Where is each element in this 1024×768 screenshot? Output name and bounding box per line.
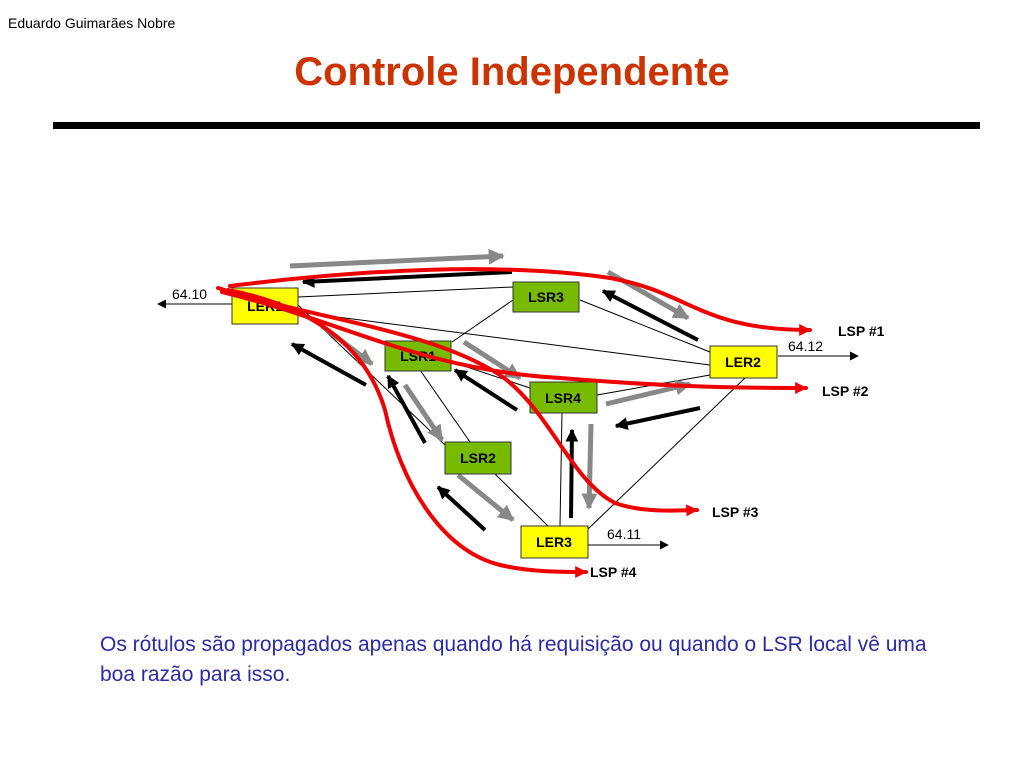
label-mapping-arrows: [290, 270, 701, 532]
link-lsr3-lsr1: [451, 299, 514, 343]
mapping-arrow: [386, 374, 427, 444]
node-label: LER2: [725, 354, 761, 370]
lsp-path-3: [216, 286, 699, 517]
lsp-path-2: [220, 290, 808, 394]
slide-title: Controle Independente: [294, 50, 730, 94]
link-lsr4-ler3: [559, 411, 563, 527]
lsp-label-1: LSP #1: [838, 323, 885, 339]
lsp-label-3: LSP #3: [712, 504, 759, 520]
mapping-arrow: [290, 342, 367, 387]
link-ler2-ler3: [586, 377, 746, 531]
address-label-ler2: 64.12: [788, 338, 823, 354]
label-request-arrows: [289, 248, 692, 522]
node-lsr4: LSR4: [529, 381, 598, 414]
node-lsr3: LSR3: [512, 281, 580, 313]
lsp-label-4: LSP #4: [590, 564, 637, 580]
caption-text: Os rótulos são propagados apenas quando …: [100, 633, 927, 686]
mapping-arrow: [453, 368, 519, 412]
link-lsr3-ler2: [579, 299, 711, 353]
link-lsr2-ler3: [494, 473, 549, 527]
request-arrow: [581, 423, 598, 510]
link-ler1-lsr3: [297, 286, 514, 298]
address-label-ler3: 64.11: [607, 526, 641, 542]
node-label: LSR4: [545, 390, 581, 406]
lsp-path-4: [226, 288, 588, 578]
author-name: Eduardo Guimarães Nobre: [8, 15, 176, 31]
request-arrow: [402, 383, 445, 442]
node-label: LER3: [536, 534, 572, 550]
lsp-path-1: [228, 267, 812, 336]
address-label-ler1: 64.10: [172, 286, 207, 302]
link-lsr1-lsr2: [419, 369, 471, 443]
mapping-arrow: [601, 289, 699, 342]
lsp-label-2: LSP #2: [822, 383, 869, 399]
link-ler1-ler2: [297, 311, 711, 366]
node-label: LSR2: [460, 450, 496, 466]
node-ler2: LER2: [709, 345, 778, 379]
mapping-arrow: [565, 428, 579, 519]
request-arrow: [456, 473, 515, 522]
title-divider: [53, 122, 980, 129]
mapping-arrow: [301, 270, 513, 288]
lsp-paths: [216, 267, 812, 578]
node-ler3: LER3: [520, 525, 589, 559]
request-arrow: [289, 248, 505, 269]
node-label: LSR3: [528, 289, 564, 305]
mapping-arrow: [614, 406, 701, 430]
mapping-arrow: [436, 485, 487, 532]
node-lsr2: LSR2: [444, 441, 512, 475]
